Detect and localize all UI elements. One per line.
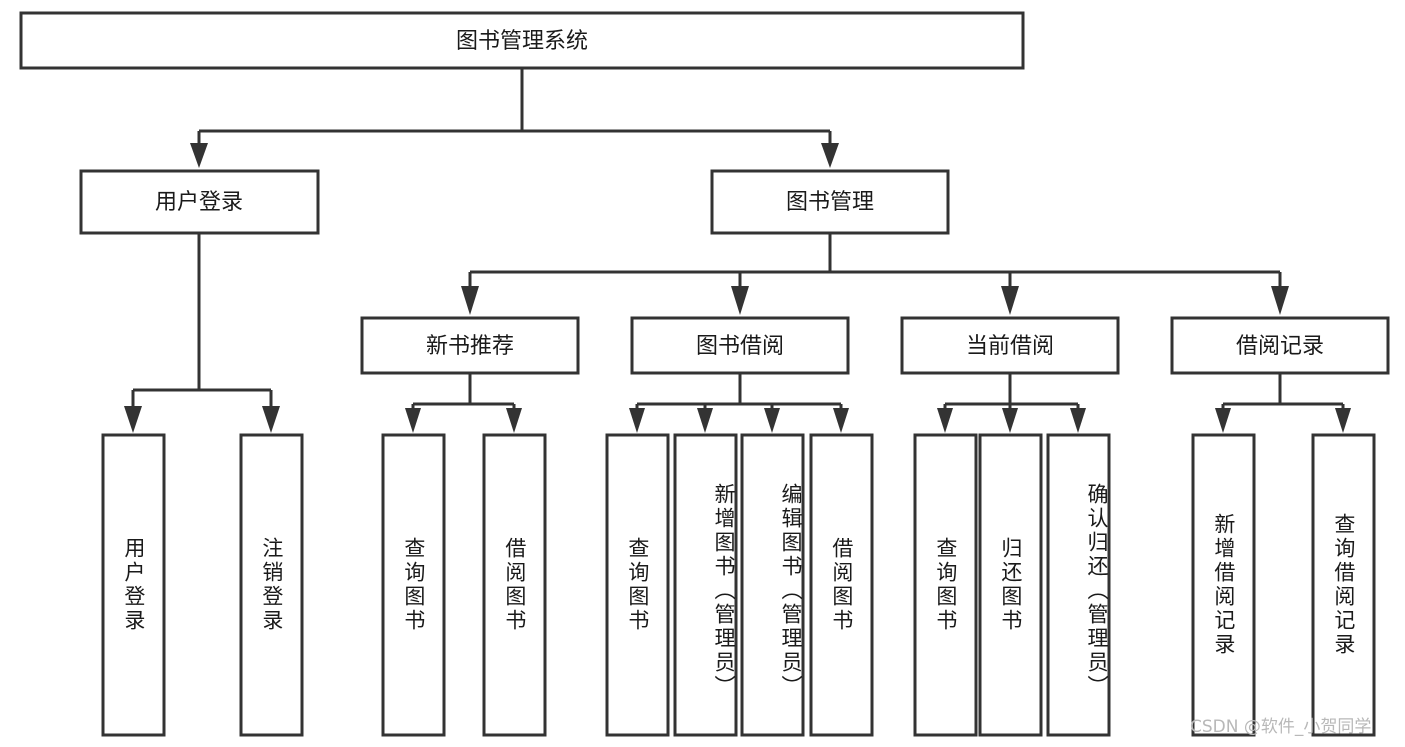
- arrowhead-br-1: [1215, 408, 1231, 433]
- arrowhead-cb-3: [1070, 408, 1086, 433]
- leaf-current-borrow-3[interactable]: [1046, 433, 1111, 737]
- arrowhead-bb-2: [697, 408, 713, 433]
- node-new-book-recommend[interactable]: [360, 316, 580, 375]
- arrowhead-new-book: [461, 286, 479, 315]
- arrowhead-nbr-1: [405, 408, 421, 433]
- arrowhead-nbr-2: [506, 408, 522, 433]
- arrowhead-current-borrow: [1001, 286, 1019, 315]
- leaf-book-borrow-3[interactable]: [740, 433, 805, 737]
- arrowhead-book-borrow: [731, 286, 749, 315]
- arrowhead-user-login: [190, 143, 208, 168]
- leaf-book-borrow-2[interactable]: [673, 433, 738, 737]
- arrowhead-book-management: [821, 143, 839, 168]
- arrowhead-cb-1: [937, 408, 953, 433]
- node-user-login-label: 用户登录: [155, 190, 243, 215]
- leaf-user-login-1[interactable]: [101, 433, 166, 737]
- node-current-borrow[interactable]: [900, 316, 1120, 375]
- node-borrow-records-label: 借阅记录: [1236, 334, 1324, 359]
- arrowhead-bb-1: [629, 408, 645, 433]
- arrowhead-br-2: [1335, 408, 1351, 433]
- node-borrow-records[interactable]: [1170, 316, 1390, 375]
- leaf-book-borrow-4[interactable]: [809, 433, 874, 737]
- leaf-book-borrow-1[interactable]: [605, 433, 670, 737]
- leaf-new-book-recommend-1[interactable]: [381, 433, 446, 737]
- arrowhead-cb-2: [1002, 408, 1018, 433]
- node-book-borrow[interactable]: [630, 316, 850, 375]
- arrowhead-ul-leaf-1: [124, 406, 142, 433]
- node-book-management[interactable]: [710, 169, 950, 235]
- arrowhead-bb-3: [764, 408, 780, 433]
- leaf-borrow-records-1[interactable]: [1191, 433, 1256, 737]
- node-book-borrow-label: 图书借阅: [696, 334, 784, 359]
- arrowhead-borrow-records: [1271, 286, 1289, 315]
- leaf-borrow-records-2[interactable]: [1311, 433, 1376, 737]
- leaf-new-book-recommend-2[interactable]: [482, 433, 547, 737]
- watermark-text: CSDN @软件_小贺同学: [1190, 717, 1372, 737]
- arrowhead-ul-leaf-2: [262, 406, 280, 433]
- node-current-borrow-label: 当前借阅: [966, 334, 1054, 359]
- node-new-book-recommend-label: 新书推荐: [426, 334, 514, 359]
- leaf-user-login-2[interactable]: [239, 433, 304, 737]
- node-root-label: 图书管理系统: [456, 29, 588, 54]
- leaf-current-borrow-2[interactable]: [978, 433, 1043, 737]
- node-root-book-management-system[interactable]: [19, 11, 1025, 70]
- arrowhead-bb-4: [833, 408, 849, 433]
- leaf-current-borrow-1[interactable]: [913, 433, 978, 737]
- node-book-management-label: 图书管理: [786, 190, 874, 215]
